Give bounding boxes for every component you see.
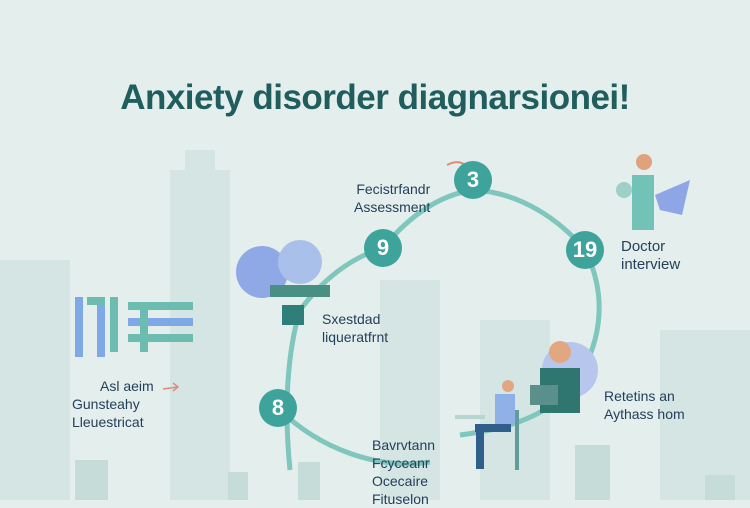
step-label: Retetins an Aythass hom — [604, 387, 685, 423]
step-node: 8 — [259, 389, 297, 427]
label-line: Aythass hom — [604, 406, 685, 422]
person-at-desk — [455, 380, 519, 470]
step-label: Sxestdad liqueratfrnt — [322, 310, 388, 346]
step-node: 19 — [566, 231, 604, 269]
chart-icon-illustration — [75, 297, 193, 357]
bg-building — [575, 445, 610, 500]
bg-building — [298, 462, 320, 500]
label-line: Sxestdad — [322, 311, 381, 327]
bg-building — [0, 260, 70, 500]
label-line: Asl aeim — [100, 378, 154, 394]
step-label: Fecistrfandr Assessment — [354, 180, 430, 216]
label-line: interview — [621, 256, 681, 273]
side-note: Asl aeim Gunsteahy Lleuestricat — [72, 377, 154, 431]
label-line: Doctor — [621, 238, 666, 255]
label-line: Fituselon — [372, 491, 429, 507]
globe-illustration — [236, 240, 330, 325]
bg-building — [185, 150, 215, 190]
step-label: Doctor interview — [621, 238, 680, 274]
bg-building — [75, 460, 108, 500]
label-line: Retetins an — [604, 388, 675, 404]
bg-building — [228, 472, 248, 500]
label-line: Ocecaire — [372, 473, 429, 489]
step-label: Bavrvtann Fcyceanr Ocecaire Fituselon — [372, 436, 435, 508]
label-line: liqueratfrnt — [322, 329, 389, 345]
doctor-illustration — [616, 154, 690, 230]
step-node: 3 — [454, 161, 492, 199]
label-line: Assessment — [354, 199, 431, 215]
label-line: Fcyceanr — [372, 455, 430, 471]
label-line: Lleuestricat — [72, 414, 144, 430]
arrow-icon — [162, 382, 180, 392]
label-line: Fecistrfandr — [356, 181, 431, 197]
label-line: Gunsteahy — [72, 396, 140, 412]
bg-building — [660, 330, 750, 500]
page-title: Anxiety disorder diagnarsionei! — [120, 78, 630, 117]
label-line: Bavrvtann — [372, 437, 436, 453]
clipboard-figure — [530, 341, 598, 413]
bg-building — [705, 475, 735, 500]
step-node: 9 — [364, 229, 402, 267]
